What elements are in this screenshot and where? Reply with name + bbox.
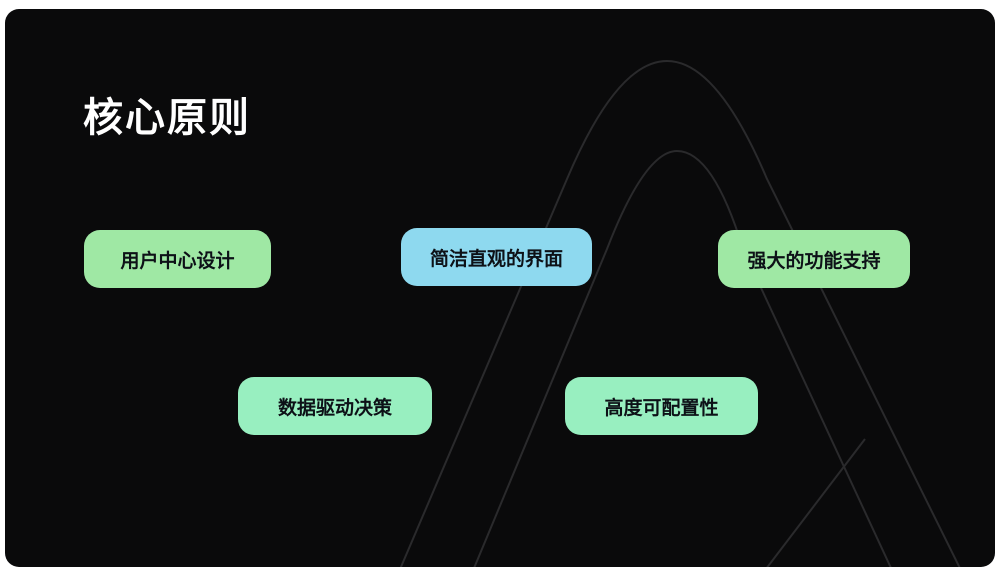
principle-pill-simple-interface: 简洁直观的界面 bbox=[401, 228, 592, 286]
pill-label: 高度可配置性 bbox=[604, 397, 719, 419]
pill-label: 简洁直观的界面 bbox=[429, 248, 563, 270]
pill-label: 用户中心设计 bbox=[120, 250, 235, 272]
pill-label: 数据驱动决策 bbox=[277, 397, 392, 419]
principle-pill-powerful-features: 强大的功能支持 bbox=[718, 230, 910, 288]
slide-canvas: 核心原则 用户中心设计 简洁直观的界面 强大的功能支持 数据驱动决策 高度可配置… bbox=[5, 9, 995, 567]
arch-outer-line bbox=[399, 59, 961, 567]
principle-pill-user-centered: 用户中心设计 bbox=[84, 230, 271, 288]
pill-label: 强大的功能支持 bbox=[747, 250, 881, 272]
principle-pill-data-driven: 数据驱动决策 bbox=[238, 377, 432, 435]
page-title: 核心原则 bbox=[83, 96, 251, 140]
principle-pill-configurable: 高度可配置性 bbox=[565, 377, 758, 435]
arch-cross-line bbox=[766, 438, 866, 567]
arch-inner-line bbox=[473, 149, 892, 567]
